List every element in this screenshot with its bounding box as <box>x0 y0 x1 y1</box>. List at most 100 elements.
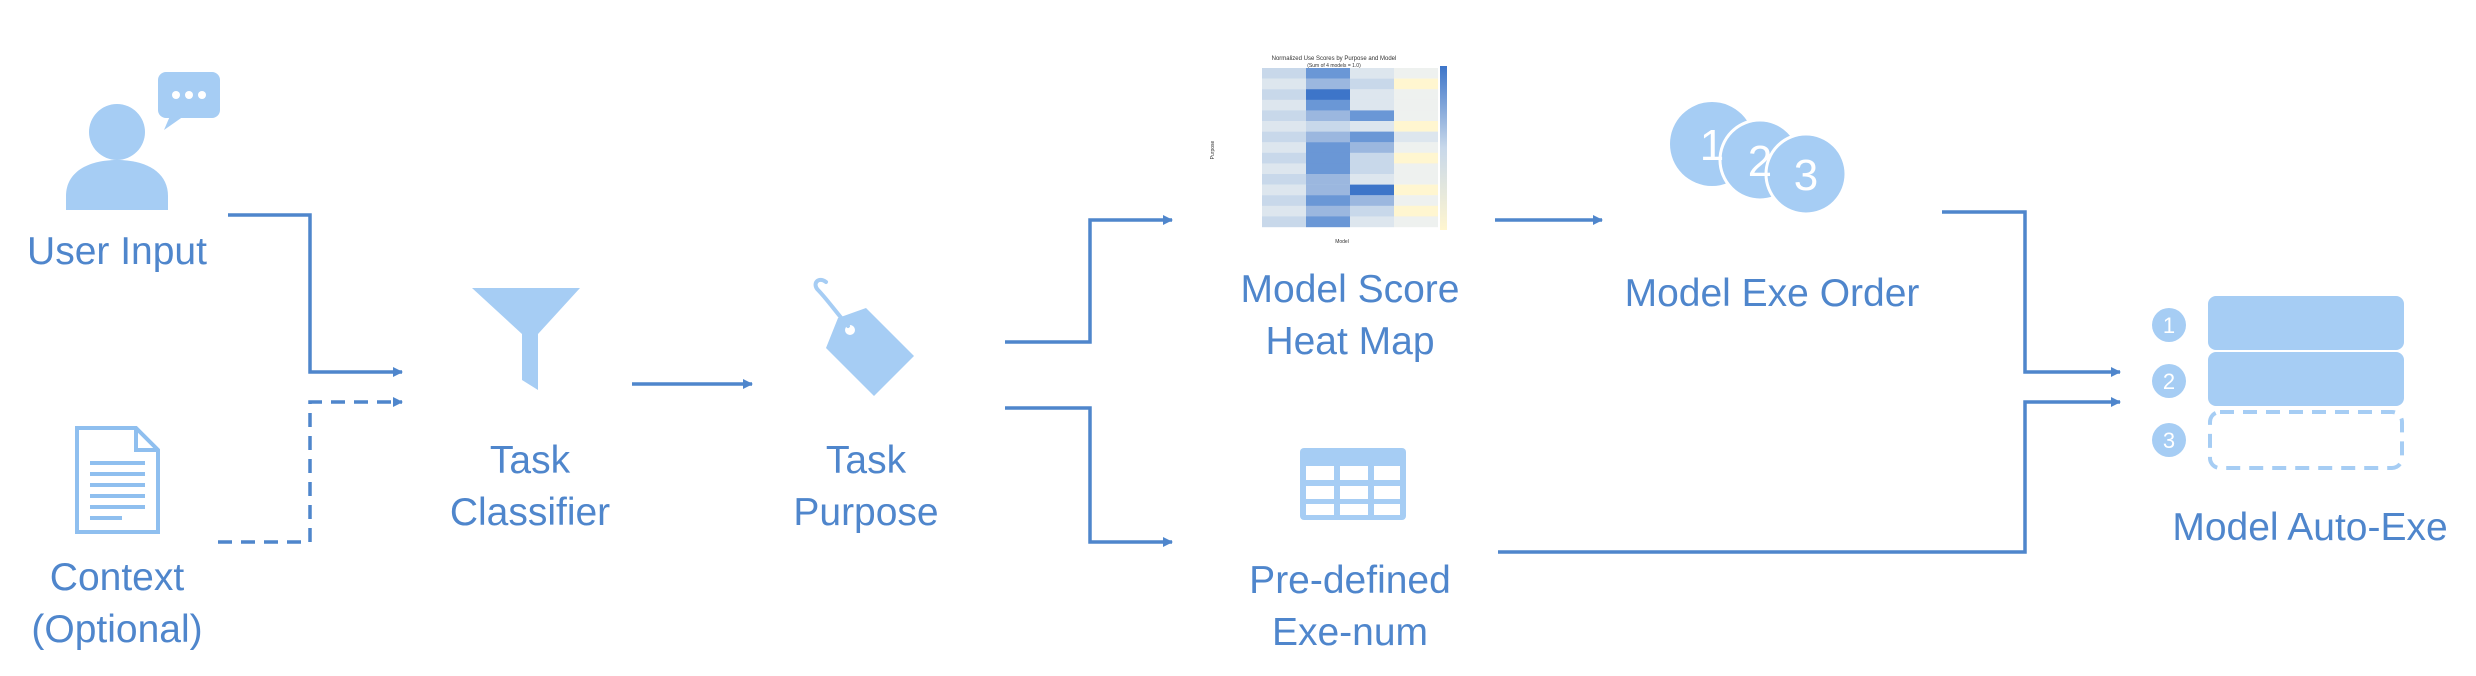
heat-map-ylabel: Purpose <box>1210 140 1216 159</box>
task-purpose-line1: Task <box>825 439 907 482</box>
context-line2: (Optional) <box>31 608 203 651</box>
heat-map-cell <box>1350 174 1394 185</box>
heat-map-cell <box>1350 142 1394 153</box>
user-input-text: User Input <box>27 230 207 273</box>
step-1-number: 1 <box>2163 313 2175 338</box>
heat-map-title: Normalized Use Scores by Purpose and Mod… <box>1272 56 1397 62</box>
step-3-number: 3 <box>2163 428 2175 453</box>
context-line1: Context <box>49 556 185 599</box>
heat-map-thumbnail: Normalized Use Scores by Purpose and Mod… <box>1208 56 1463 245</box>
auto-exe-label: Model Auto-Exe <box>2172 502 2447 554</box>
heat-map-cell <box>1306 78 1350 90</box>
heat-map-cell <box>1262 174 1306 185</box>
edge-predefined-to-auto-exe <box>1498 397 2121 554</box>
heat-map-cell <box>1350 78 1394 90</box>
heat-map-xlabel: Model <box>1335 239 1349 245</box>
heat-map-cell <box>1394 184 1438 196</box>
heat-map-line1: Model Score <box>1240 268 1460 311</box>
auto-exe-step-2: 2 <box>2152 352 2404 406</box>
task-classifier-line1: Task <box>489 439 571 482</box>
task-classifier-line2: Classifier <box>449 491 611 534</box>
heat-map-cell <box>1306 152 1350 164</box>
context-label: Context (Optional) <box>31 552 202 656</box>
heat-map-cell <box>1394 174 1438 185</box>
heat-map-cell <box>1394 163 1438 175</box>
step-2-bar <box>2208 352 2404 406</box>
heat-map-cell <box>1262 99 1306 111</box>
heat-map-cell <box>1350 99 1394 111</box>
edge-purpose-to-heatmap <box>1005 215 1173 344</box>
heat-map-cell <box>1306 216 1350 228</box>
heat-map-cell <box>1394 78 1438 90</box>
heat-map-cell <box>1262 78 1306 90</box>
tag-icon <box>813 277 914 396</box>
heat-map-cell <box>1262 184 1306 196</box>
heat-map-cell <box>1350 131 1394 143</box>
heat-map-cell <box>1394 195 1438 206</box>
heat-map-cell <box>1306 195 1350 206</box>
table-icon <box>1300 448 1406 520</box>
document-icon <box>75 426 160 534</box>
predefined-line1: Pre-defined <box>1249 559 1451 602</box>
heat-map-cell <box>1262 195 1306 206</box>
heat-map-cell <box>1306 89 1350 100</box>
heat-map-label: Model Score Heat Map <box>1241 264 1460 368</box>
heat-map-cell <box>1306 205 1350 217</box>
bubble-1: 1 <box>1700 121 1724 170</box>
heat-map-cell <box>1306 174 1350 185</box>
heat-map-cell <box>1262 131 1306 143</box>
edge-purpose-to-predefined <box>1005 406 1173 547</box>
heat-map-cell <box>1350 205 1394 217</box>
heat-map-cell <box>1350 89 1394 100</box>
edge-user-input-to-classifier <box>228 213 403 377</box>
auto-exe-step-1: 1 <box>2152 296 2404 350</box>
heat-map-cell <box>1394 99 1438 111</box>
heat-map-cell <box>1306 110 1350 122</box>
heat-map-cell <box>1306 163 1350 175</box>
auto-exe-text: Model Auto-Exe <box>2172 506 2448 549</box>
step-2-number: 2 <box>2163 369 2175 394</box>
user-input-label: User Input <box>27 226 207 278</box>
heat-map-grid <box>1262 68 1438 228</box>
heat-map-cell <box>1306 142 1350 153</box>
heat-map-cell <box>1350 152 1394 164</box>
exe-order-label: Model Exe Order <box>1625 268 1920 320</box>
heat-map-subtitle: (Sum of 4 models = 1.0) <box>1307 63 1361 69</box>
edge-exe-order-to-auto-exe <box>1942 210 2121 377</box>
heat-map-cell <box>1262 121 1306 132</box>
bubble-2: 2 <box>1748 137 1772 186</box>
heat-map-cell <box>1350 121 1394 132</box>
auto-exe-step-3: 3 <box>2152 410 2404 470</box>
step-3-bar-dashed <box>2208 410 2404 470</box>
task-classifier-label: Task Classifier <box>450 435 610 539</box>
heat-map-cell <box>1306 68 1350 79</box>
step-1-bar <box>2208 296 2404 350</box>
heat-map-cell <box>1262 152 1306 164</box>
heat-map-cell <box>1394 121 1438 132</box>
heat-map-cell <box>1394 68 1438 79</box>
heat-map-cell <box>1394 131 1438 143</box>
edge-context-to-classifier <box>218 397 403 544</box>
predefined-label: Pre-defined Exe-num <box>1249 555 1451 659</box>
heat-map-cell <box>1394 142 1438 153</box>
task-purpose-line2: Purpose <box>793 491 939 534</box>
funnel-icon <box>472 288 580 390</box>
heat-map-cell <box>1262 142 1306 153</box>
heat-map-cell <box>1306 99 1350 111</box>
task-purpose-label: Task Purpose <box>793 435 938 539</box>
exe-order-bubbles-icon: 1 2 3 <box>1670 102 1848 216</box>
heat-map-cell <box>1394 205 1438 217</box>
user-icon <box>66 104 168 210</box>
heat-map-line2: Heat Map <box>1265 320 1435 363</box>
heat-map-cell <box>1262 68 1306 79</box>
heat-map-cell <box>1306 184 1350 196</box>
heat-map-cell <box>1394 110 1438 122</box>
heat-map-cell <box>1306 121 1350 132</box>
heat-map-colorbar <box>1440 66 1447 230</box>
predefined-line2: Exe-num <box>1271 611 1429 654</box>
exe-order-text: Model Exe Order <box>1624 272 1920 315</box>
heat-map-cell <box>1394 89 1438 100</box>
bubble-3: 3 <box>1794 151 1818 200</box>
heat-map-cell <box>1350 216 1394 228</box>
heat-map-cell <box>1350 195 1394 206</box>
